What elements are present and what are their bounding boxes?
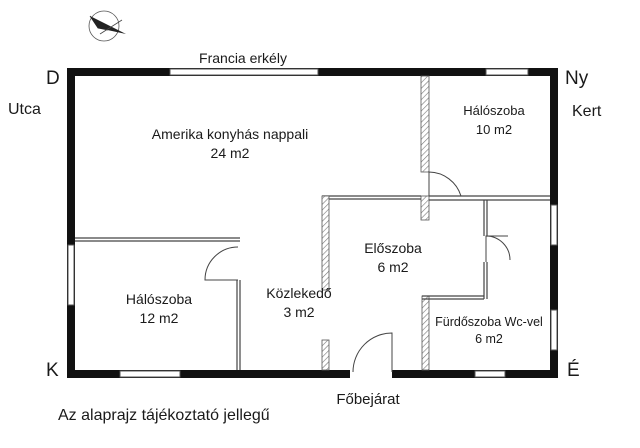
balcony-door-window <box>169 68 319 76</box>
compass-label-nw: D <box>46 68 60 89</box>
wall-hallway-left <box>321 195 330 291</box>
living-room-name: Amerika konyhás nappali <box>152 126 308 142</box>
compass-label-ne: Ny <box>565 68 589 89</box>
interior-walls <box>75 75 550 371</box>
compass-needle-icon <box>88 10 126 42</box>
window-right-2 <box>550 309 558 351</box>
door-swing-bedroom12 <box>204 246 239 281</box>
main-entrance-door-swing <box>352 332 393 373</box>
door-swing-bedroom10 <box>428 171 462 197</box>
bedroom-small-name: Hálószoba <box>463 103 525 118</box>
wall-bathroom-left <box>421 295 430 371</box>
corridor-name: Közlekedő <box>266 285 332 301</box>
wall-bedroom10-left-low <box>420 195 430 221</box>
garden-label: Kert <box>572 103 602 120</box>
window-right-1 <box>550 204 558 246</box>
bedroom-large-area: 12 m2 <box>140 310 179 326</box>
hallway-name: Előszoba <box>364 240 422 256</box>
bathroom-area: 6 m2 <box>475 332 503 346</box>
window-left <box>67 244 75 306</box>
balcony-label: Francia erkély <box>199 50 287 66</box>
compass-label-sw: K <box>46 360 59 381</box>
wall-bottom <box>67 370 558 378</box>
wall-hallway-left-low <box>321 339 330 371</box>
main-entrance-label: Főbejárat <box>336 391 400 408</box>
window-bottom-right <box>474 370 506 378</box>
window-bottom-left <box>119 370 181 378</box>
corridor-area: 3 m2 <box>283 304 314 320</box>
bedroom-large-name: Hálószoba <box>126 291 192 307</box>
bathroom-name: Fürdőszoba Wc-vel <box>435 315 543 329</box>
door-swing-bathroom <box>485 235 511 262</box>
street-label: Utca <box>8 101 41 118</box>
disclaimer-note: Az alaprajz tájékoztató jellegű <box>58 407 270 424</box>
hallway-area: 6 m2 <box>377 259 408 275</box>
wall-left <box>67 68 75 378</box>
window-top-right <box>485 68 529 76</box>
bedroom-small-area: 10 m2 <box>476 122 512 137</box>
main-entrance-opening <box>350 369 392 379</box>
wall-bedroom10-left <box>420 75 430 173</box>
compass-label-se: É <box>567 360 580 381</box>
living-room-area: 24 m2 <box>211 145 250 161</box>
